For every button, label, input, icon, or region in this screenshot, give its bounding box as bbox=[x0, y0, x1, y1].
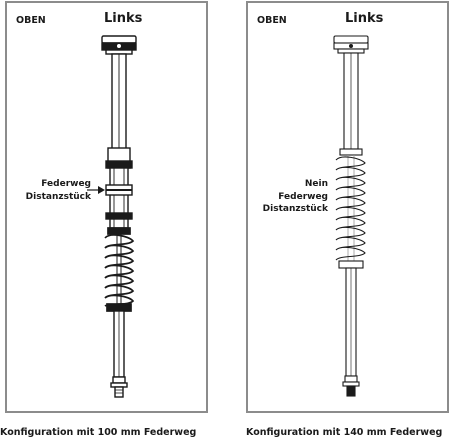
annotation-line-3: Distanzstück bbox=[262, 204, 328, 214]
annotation-line-2: Distanzstück bbox=[25, 191, 91, 202]
shock-diagram-100mm bbox=[87, 35, 137, 398]
panel-140mm: OBEN Links Nein Federweg Distanzstück bbox=[246, 1, 449, 413]
label-links: Links bbox=[104, 11, 143, 26]
panel-100mm: OBEN Links Federweg Distanzstück bbox=[5, 1, 208, 413]
shaft-icon bbox=[111, 53, 127, 151]
caption-100mm: Konfiguration mit 100 mm Federweg bbox=[0, 427, 197, 438]
shock-diagram-140mm bbox=[333, 35, 369, 397]
label-oben: OBEN bbox=[16, 15, 46, 26]
annotation-federweg-distanzstueck: Federweg Distanzstück bbox=[15, 178, 91, 203]
lower-shaft bbox=[342, 267, 360, 397]
label-links: Links bbox=[345, 11, 384, 26]
caption-140mm: Konfiguration mit 140 mm Federweg bbox=[246, 427, 443, 438]
coil-spring-icon bbox=[104, 227, 135, 313]
shaft-icon bbox=[343, 52, 359, 150]
spacer-icon bbox=[105, 147, 133, 229]
annotation-line-1: Federweg bbox=[41, 179, 91, 189]
lower-shaft bbox=[110, 310, 128, 398]
top-cap-icon bbox=[101, 35, 137, 55]
coil-spring-icon bbox=[335, 148, 366, 269]
annotation-line-2: Federweg bbox=[278, 191, 328, 202]
annotation-line-1: Nein bbox=[304, 179, 328, 189]
annotation-nein-federweg-distanzstueck: Nein Federweg Distanzstück bbox=[254, 178, 328, 216]
label-oben: OBEN bbox=[257, 15, 287, 26]
top-cap-icon bbox=[333, 35, 369, 54]
